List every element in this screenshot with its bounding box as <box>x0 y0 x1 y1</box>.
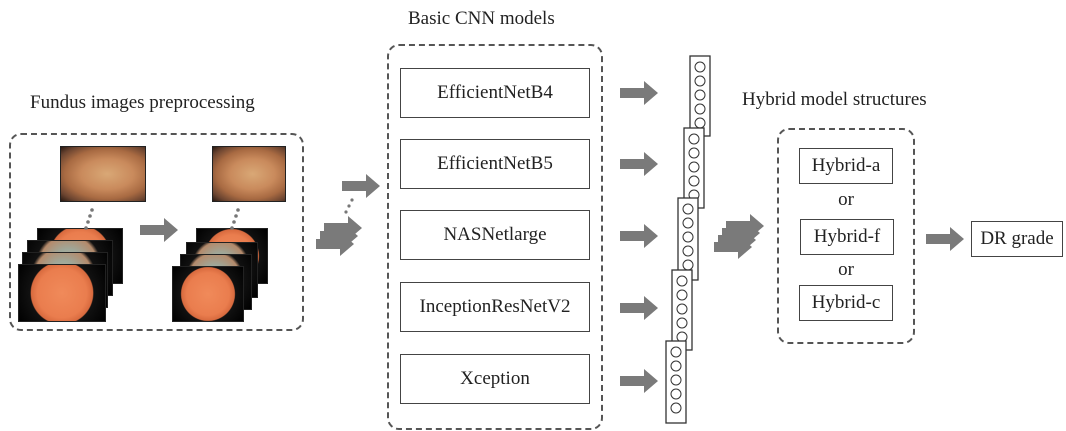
model-arrow-5 <box>620 369 658 393</box>
or-label-1: or <box>838 189 854 210</box>
output-arrow <box>926 227 964 251</box>
model-arrow-4 <box>620 296 658 320</box>
dotted-connector-left <box>84 208 94 230</box>
feature-vector-4 <box>671 269 693 351</box>
model-label: Xception <box>460 368 530 389</box>
model-arrow-2 <box>620 152 658 176</box>
model-xception: Xception <box>400 354 590 404</box>
preprocessing-title: Fundus images preprocessing <box>30 92 255 113</box>
model-label: EfficientNetB5 <box>437 153 553 174</box>
hybrid-a-box: Hybrid-a <box>799 148 893 184</box>
hybrid-f-label: Hybrid-f <box>813 226 881 247</box>
model-inceptionresnetv2: InceptionResNetV2 <box>400 282 590 332</box>
feature-vector-3 <box>677 197 699 281</box>
hybrid-c-box: Hybrid-c <box>799 285 893 321</box>
model-arrow-3 <box>620 224 658 248</box>
hybrid-f-box: Hybrid-f <box>800 219 894 255</box>
hybrid-box <box>777 128 915 344</box>
input-arrow-stack <box>316 174 380 256</box>
dr-grade-label: DR grade <box>980 228 1054 249</box>
feature-vector-1 <box>689 55 711 137</box>
feature-vector-2 <box>683 127 705 209</box>
or-label-2: or <box>838 259 854 280</box>
hybrid-input-arrow-stack <box>714 214 764 259</box>
fundus-image-processed-front <box>172 266 244 322</box>
fundus-image-processed-top <box>212 146 286 202</box>
model-arrow-1 <box>620 81 658 105</box>
cnn-title: Basic CNN models <box>408 8 555 29</box>
model-label: EfficientNetB4 <box>437 82 553 103</box>
model-label: InceptionResNetV2 <box>419 296 571 317</box>
hybrid-c-label: Hybrid-c <box>811 292 881 313</box>
hybrid-title: Hybrid model structures <box>742 89 927 110</box>
fundus-image-raw-front <box>18 264 106 322</box>
hybrid-a-label: Hybrid-a <box>811 155 881 176</box>
cnn-models-box <box>387 44 603 430</box>
model-label: NASNetlarge <box>443 224 547 245</box>
dr-grade-box: DR grade <box>971 221 1063 257</box>
preprocess-arrow <box>140 218 178 242</box>
dotted-connector-right <box>230 208 240 230</box>
model-efficientnetb4: EfficientNetB4 <box>400 68 590 118</box>
model-nasnetlarge: NASNetlarge <box>400 210 590 260</box>
model-efficientnetb5: EfficientNetB5 <box>400 139 590 189</box>
fundus-image-raw-top <box>60 146 146 202</box>
feature-vector-5 <box>665 340 687 424</box>
preprocessing-box <box>9 133 304 331</box>
